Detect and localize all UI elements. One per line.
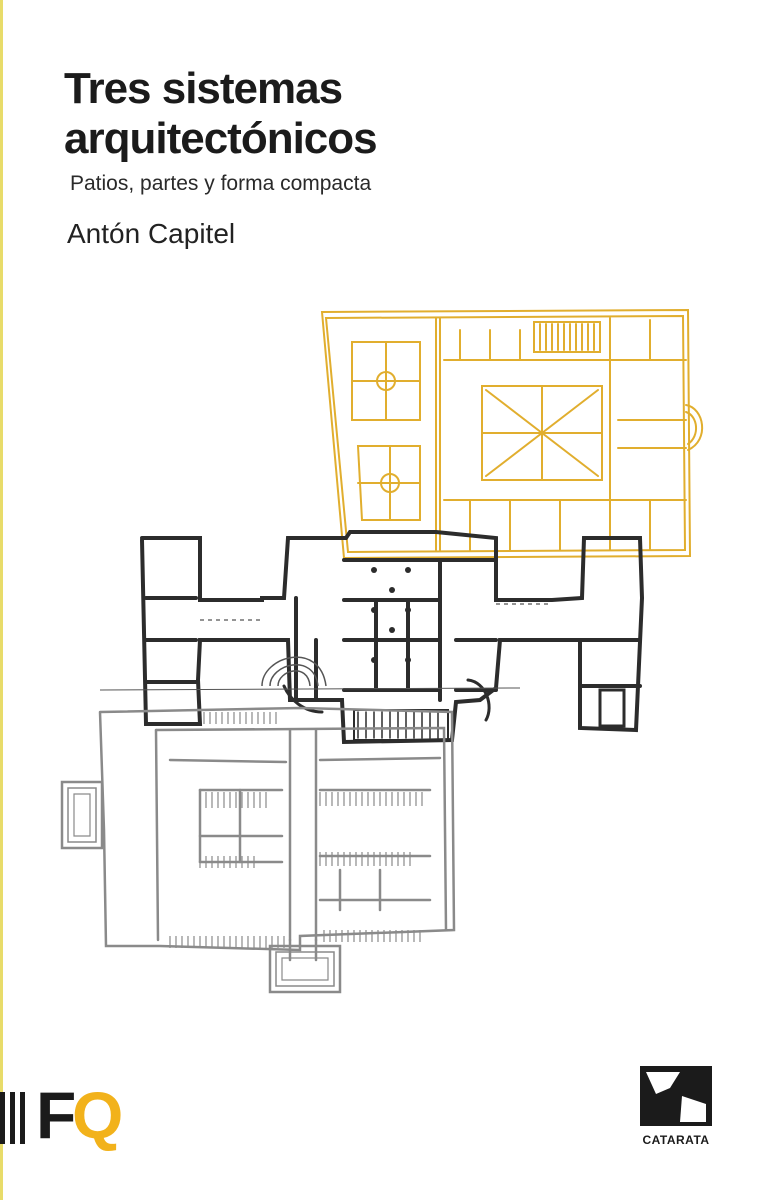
publisher-logo: CATARATA: [640, 1066, 712, 1147]
catarata-logo-icon: [640, 1066, 712, 1126]
title-line-1: Tres sistemas: [64, 64, 343, 113]
cover-left-edge: [0, 0, 3, 1200]
grey-plan-hatching: [169, 712, 423, 948]
book-subtitle: Patios, partes y forma compacta: [70, 172, 372, 195]
dark-plan-columns: [371, 567, 411, 663]
grey-floor-plan: [60, 706, 456, 994]
dark-floor-plan: [140, 530, 645, 745]
publisher-name: CATARATA: [642, 1133, 710, 1147]
series-logo-bar: [20, 1092, 25, 1144]
dark-plan-arches: [99, 603, 552, 691]
book-author: Antón Capitel: [67, 218, 236, 249]
book-title: Tres sistemas arquitectónicos: [64, 64, 378, 164]
ochre-floor-plan: [320, 308, 704, 560]
series-logo-bar: [0, 1092, 5, 1144]
series-logo-f: F: [36, 1078, 76, 1152]
series-logo-q: Q: [72, 1078, 124, 1152]
series-logo: F Q: [0, 1082, 130, 1152]
series-logo-bar: [10, 1092, 15, 1144]
title-line-2: arquitectónicos: [64, 114, 378, 163]
